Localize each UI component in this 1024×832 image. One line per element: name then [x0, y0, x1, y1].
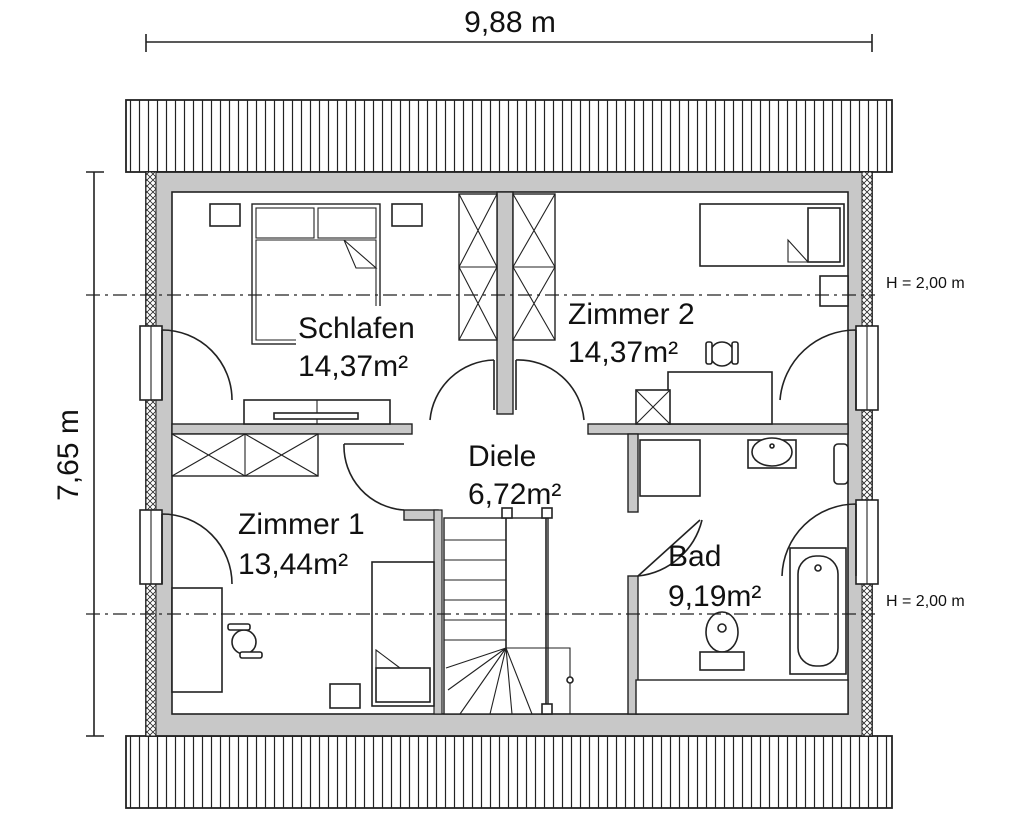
window-zimmer1 [139, 509, 163, 585]
room-area-schlafen: 14,37m² [298, 350, 408, 383]
room-label-zimmer2: Zimmer 2 14,37m² [568, 298, 695, 369]
wardrobe-right [512, 193, 556, 341]
room-area-zimmer2: 14,37m² [568, 336, 678, 369]
nightstand-zimmer2 [819, 275, 849, 307]
window-zimmer2 [855, 325, 879, 411]
roof-eave-top [125, 99, 893, 173]
height-label-top: H = 2,00 m [886, 275, 965, 292]
room-area-zimmer1: 13,44m² [238, 548, 348, 581]
nightstands [209, 203, 423, 227]
nightstand-zimmer1 [329, 683, 361, 709]
room-area-bad: 9,19m² [668, 580, 761, 613]
depth-label: 7,65 m [52, 409, 85, 501]
room-name-diele: Diele [468, 440, 536, 473]
desk-zimmer2 [667, 371, 773, 425]
staircase [443, 507, 574, 715]
single-bed-zimmer1 [371, 561, 435, 707]
roof-eave-bottom [125, 735, 893, 809]
height-label-bottom: H = 2,00 m [886, 593, 965, 610]
room-name-zimmer2: Zimmer 2 [568, 298, 695, 331]
room-name-schlafen: Schlafen [298, 312, 415, 345]
room-label-diele: Diele 6,72m² [468, 440, 561, 511]
room-label-zimmer1: Zimmer 1 13,44m² [238, 508, 365, 581]
room-area-diele: 6,72m² [468, 478, 561, 511]
shelf-bad [639, 439, 701, 497]
room-name-bad: Bad [668, 540, 721, 573]
window-bad [855, 499, 879, 585]
depth-dimension: 7,65 m [52, 171, 104, 737]
dresser [243, 399, 391, 425]
room-label-schlafen: Schlafen 14,37m² [296, 306, 434, 383]
single-bed-zimmer2 [699, 203, 845, 267]
chair-zimmer2 [705, 341, 739, 367]
desk-zimmer1 [171, 587, 223, 693]
bathtub [789, 547, 847, 675]
interior-walls [171, 191, 849, 715]
shelf-zimmer2 [635, 389, 671, 425]
width-dimension: 9,88 m [145, 6, 873, 52]
width-label: 9,88 m [464, 6, 556, 39]
chair-zimmer1 [227, 623, 263, 659]
toilet [699, 611, 745, 671]
room-name-zimmer1: Zimmer 1 [238, 508, 365, 541]
window-schlafen [139, 325, 163, 401]
height-line-bottom: H = 2,00 m [86, 593, 965, 615]
radiator-bad [833, 443, 849, 485]
door-swings [161, 329, 857, 585]
wardrobe-left [458, 193, 498, 341]
room-label-bad: Bad 9,19m² [668, 540, 761, 613]
wardrobe-zimmer1 [171, 433, 319, 477]
height-line-top: H = 2,00 m [86, 275, 965, 296]
washbasin [747, 437, 797, 469]
